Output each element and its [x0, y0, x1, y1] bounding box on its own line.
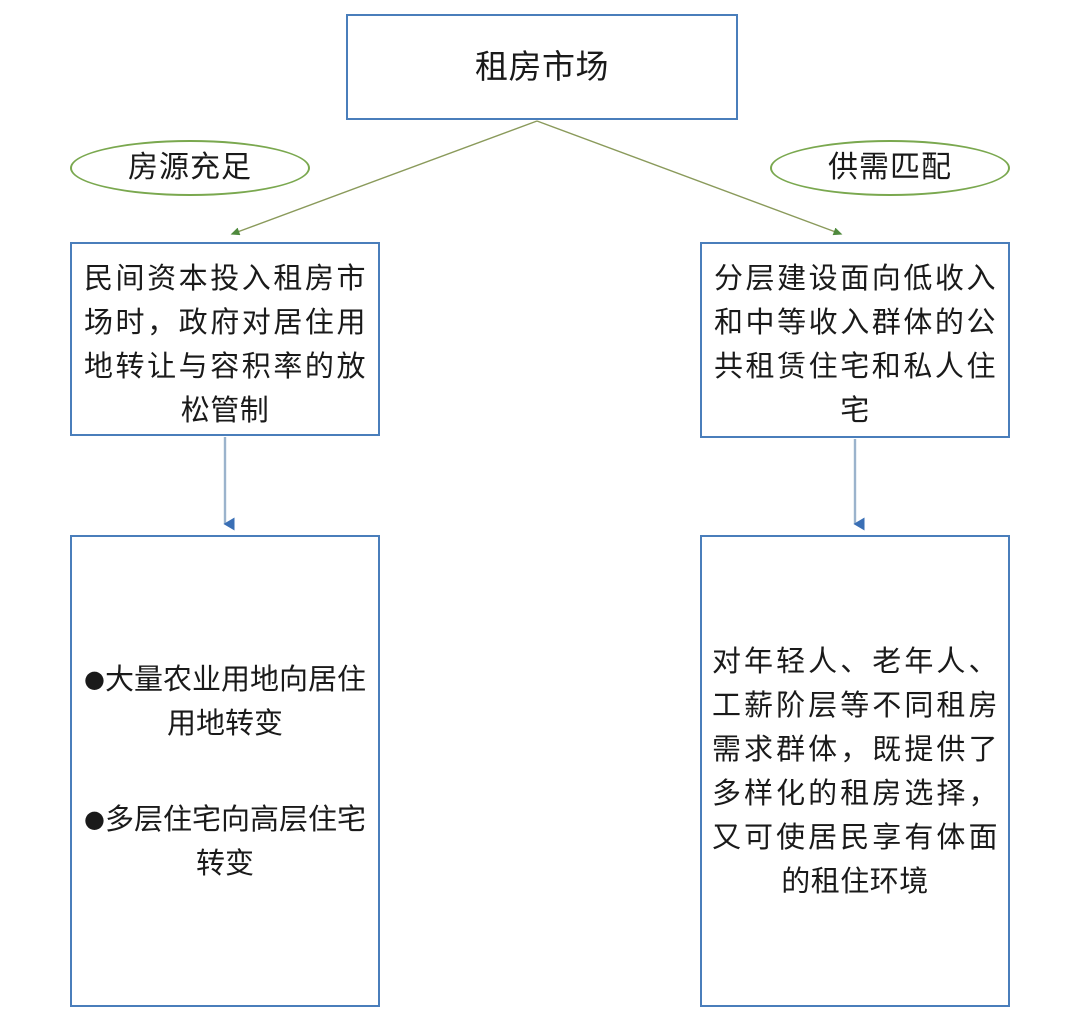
branch-label-left-text: 房源充足: [128, 150, 252, 185]
mid-node-right-label: 分层建设面向低收入和中等收入群体的公共租赁住宅和私人住宅: [714, 261, 996, 427]
branch-label-housing-supply[interactable]: 房源充足: [70, 140, 310, 196]
node-private-capital-policy[interactable]: 民间资本投入租房市场时，政府对居住用地转让与容积率的放松管制: [70, 242, 380, 436]
bottom-node-right-label: 对年轻人、老年人、工薪阶层等不同租房需求群体，既提供了多样化的租房选择，又可使居…: [712, 644, 998, 898]
branch-label-supply-demand-match[interactable]: 供需匹配: [770, 140, 1010, 196]
branch-label-right-text: 供需匹配: [828, 150, 952, 185]
bullet-list-left: ●大量农业用地向居住用地转变 ●多层住宅向高层住宅转变: [72, 657, 378, 885]
bullet-marker-icon: ●: [84, 805, 105, 833]
list-item: ●多层住宅向高层住宅转变: [82, 797, 368, 885]
mid-node-left-label: 民间资本投入租房市场时，政府对居住用地转让与容积率的放松管制: [84, 261, 366, 427]
bullet-label: 多层住宅向高层住宅转变: [104, 802, 366, 880]
node-title-label: 租房市场: [475, 47, 609, 86]
bullet-label: 大量农业用地向居住用地转变: [104, 662, 366, 740]
node-rental-housing-market[interactable]: 租房市场: [346, 14, 738, 120]
node-tiered-housing-construction[interactable]: 分层建设面向低收入和中等收入群体的公共租赁住宅和私人住宅: [700, 242, 1010, 438]
node-land-use-outcomes[interactable]: ●大量农业用地向居住用地转变 ●多层住宅向高层住宅转变: [70, 535, 380, 1007]
list-item: ●大量农业用地向居住用地转变: [82, 657, 368, 745]
node-diverse-rental-outcomes[interactable]: 对年轻人、老年人、工薪阶层等不同租房需求群体，既提供了多样化的租房选择，又可使居…: [700, 535, 1010, 1007]
bullet-marker-icon: ●: [84, 665, 105, 693]
